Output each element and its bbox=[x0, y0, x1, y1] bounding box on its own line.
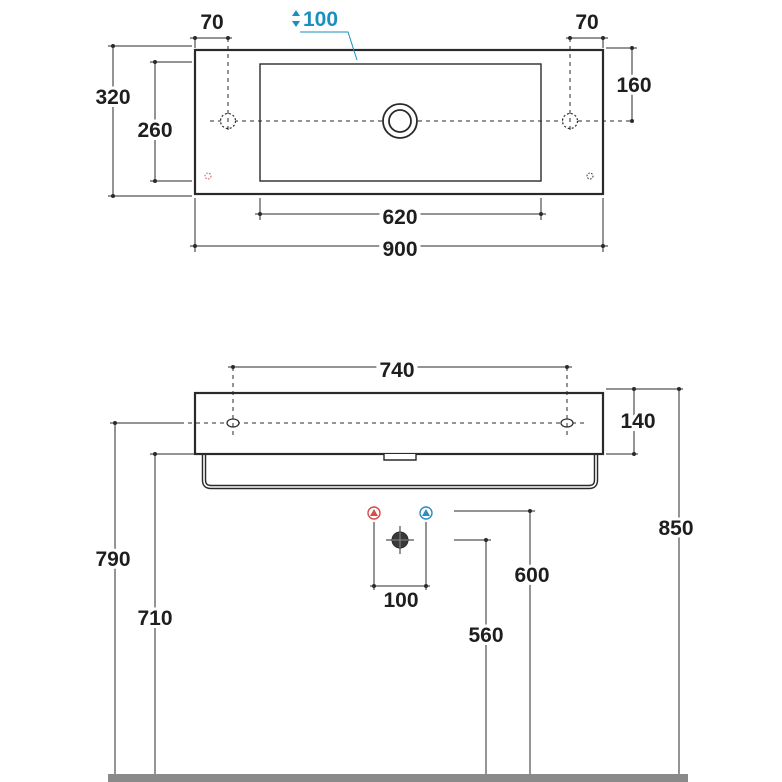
dim-waste: 100 bbox=[292, 8, 358, 61]
hot-supply bbox=[367, 506, 381, 520]
dim-underside-height-label: 710 bbox=[137, 607, 172, 630]
dim-waste-height-label: 560 bbox=[468, 624, 503, 647]
front-view-drain-lip bbox=[383, 454, 417, 461]
dim-basin-depth: 260 bbox=[134, 60, 192, 183]
triangle-up-icon bbox=[370, 509, 378, 516]
dim-fixing-spacing-label: 740 bbox=[379, 359, 414, 382]
dim-fixing-height: 790 bbox=[92, 421, 180, 775]
dim-hole-offset-right: 70 bbox=[566, 11, 608, 48]
dim-underside-height: 710 bbox=[134, 452, 195, 775]
triangle-up-icon bbox=[422, 509, 430, 516]
top-view-hole-left bbox=[219, 38, 237, 133]
dim-supply-spacing: 100 bbox=[370, 522, 430, 612]
dim-hole-offset-left: 70 bbox=[190, 11, 232, 48]
dim-fixing-spacing: 740 bbox=[228, 355, 572, 386]
dim-depth: 320 bbox=[92, 44, 192, 198]
dim-width-label: 900 bbox=[382, 238, 417, 261]
dim-basin-width-label: 620 bbox=[382, 206, 417, 229]
dim-hole-offset-right-label: 70 bbox=[575, 11, 598, 34]
top-view-fixing-mark-left bbox=[204, 172, 212, 180]
top-view-hole-right bbox=[561, 38, 579, 133]
front-view-fixing-left bbox=[226, 367, 240, 435]
dim-basin-width: 620 bbox=[255, 198, 546, 233]
up-down-arrow-icon bbox=[292, 10, 300, 27]
dim-top-height: 850 bbox=[638, 387, 697, 775]
top-view-fixing-mark-right bbox=[586, 172, 594, 180]
dim-waste-height: 560 bbox=[454, 538, 507, 775]
top-view-waste-outlet bbox=[382, 103, 418, 139]
dim-basin-height-label: 140 bbox=[620, 410, 655, 433]
dim-supply-height-label: 600 bbox=[514, 564, 549, 587]
cold-supply bbox=[419, 506, 433, 520]
towel-rail-highlight bbox=[203, 454, 597, 488]
dim-waste-label: 100 bbox=[303, 8, 338, 31]
dim-hole-offset-left-label: 70 bbox=[200, 11, 223, 34]
dim-basin-height: 140 bbox=[606, 387, 659, 456]
dim-hole-center-depth-label: 160 bbox=[616, 74, 651, 97]
dim-fixing-height-label: 790 bbox=[95, 548, 130, 571]
dim-basin-depth-label: 260 bbox=[137, 119, 172, 142]
dim-supply-spacing-label: 100 bbox=[383, 589, 418, 612]
waste-outlet bbox=[386, 526, 414, 554]
dim-width: 900 bbox=[190, 198, 608, 265]
front-view-fixing-right bbox=[560, 367, 574, 435]
front-view: 740 140 850 790 71 bbox=[92, 355, 697, 782]
dim-hole-center-depth: 160 bbox=[606, 46, 655, 123]
floor-line bbox=[108, 774, 688, 782]
dim-depth-label: 320 bbox=[95, 86, 130, 109]
dim-top-height-label: 850 bbox=[658, 517, 693, 540]
dim-supply-height: 600 bbox=[454, 509, 553, 775]
top-view: 70 70 100 320 bbox=[92, 8, 655, 265]
